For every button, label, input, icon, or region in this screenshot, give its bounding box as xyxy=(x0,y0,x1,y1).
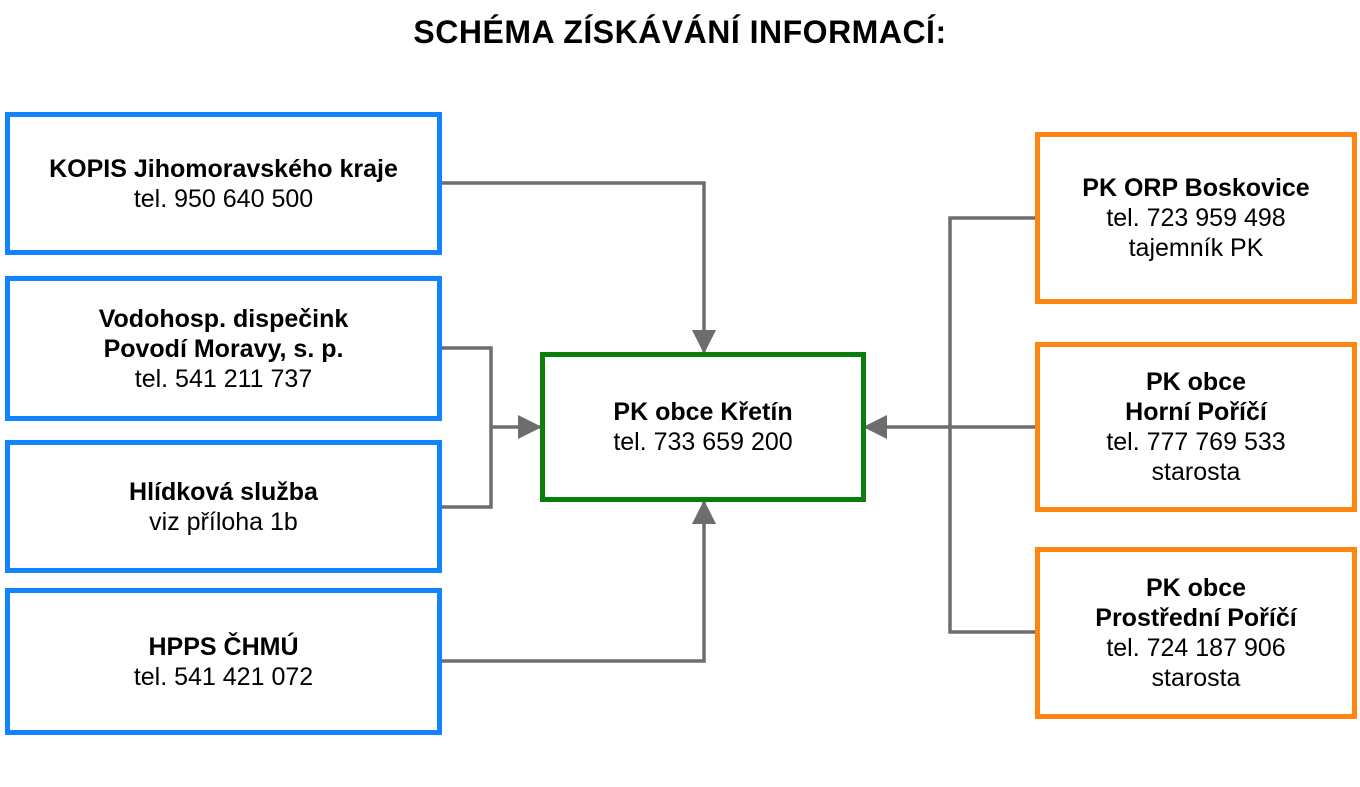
source-note: viz příloha 1b xyxy=(149,507,298,536)
center-name: PK obce Křetín xyxy=(613,398,793,426)
relay-phone: tel. 723 959 498 xyxy=(1106,204,1286,232)
relay-name: PK obce xyxy=(1145,574,1247,602)
relay-name: PK ORP Boskovice xyxy=(1082,174,1310,202)
relay-box-prostredni: PK obce Prostřední Poříčí tel. 724 187 9… xyxy=(1035,547,1357,719)
center-box: PK obce Křetín tel. 733 659 200 xyxy=(540,352,866,502)
source-name: KOPIS Jihomoravského kraje xyxy=(49,154,398,183)
relay-box-orp: PK ORP Boskovice tel. 723 959 498 tajemn… xyxy=(1035,132,1357,304)
connector-hpps xyxy=(440,500,716,663)
relay-name-line2: Prostřední Poříčí xyxy=(1095,604,1297,632)
source-name-line2: Povodí Moravy, s. p. xyxy=(103,334,344,363)
source-box-hpps: HPPS ČHMÚ tel. 541 421 072 xyxy=(5,588,442,735)
source-name: Hlídková služba xyxy=(129,477,318,506)
source-box-hlidkova: Hlídková služba viz příloha 1b xyxy=(5,440,442,573)
source-name: HPPS ČHMÚ xyxy=(148,632,299,661)
relay-box-horni: PK obce Horní Poříčí tel. 777 769 533 st… xyxy=(1035,342,1357,512)
source-phone: tel. 541 211 737 xyxy=(134,364,313,393)
relay-phone: tel. 777 769 533 xyxy=(1106,428,1286,456)
source-box-vodohosp: Vodohosp. dispečink Povodí Moravy, s. p.… xyxy=(5,276,442,421)
relay-phone: tel. 724 187 906 xyxy=(1106,634,1286,662)
relay-name-line2: Horní Poříčí xyxy=(1125,398,1267,426)
relay-name: PK obce xyxy=(1145,368,1247,396)
connector-vodohosp xyxy=(440,346,493,509)
relay-role: tajemník PK xyxy=(1128,234,1264,262)
relay-role: starosta xyxy=(1151,458,1241,486)
source-box-kopis: KOPIS Jihomoravského kraje tel. 950 640 … xyxy=(5,112,442,255)
connector-kopis xyxy=(440,181,716,354)
diagram-title: SCHÉMA ZÍSKÁVÁNÍ INFORMACÍ: xyxy=(413,14,947,50)
source-name: Vodohosp. dispečink xyxy=(98,304,349,333)
source-phone: tel. 541 421 072 xyxy=(133,662,314,691)
source-phone: tel. 950 640 500 xyxy=(133,184,314,213)
center-phone: tel. 733 659 200 xyxy=(613,428,793,456)
relay-role: starosta xyxy=(1151,664,1241,692)
connector-relays xyxy=(948,216,1037,634)
